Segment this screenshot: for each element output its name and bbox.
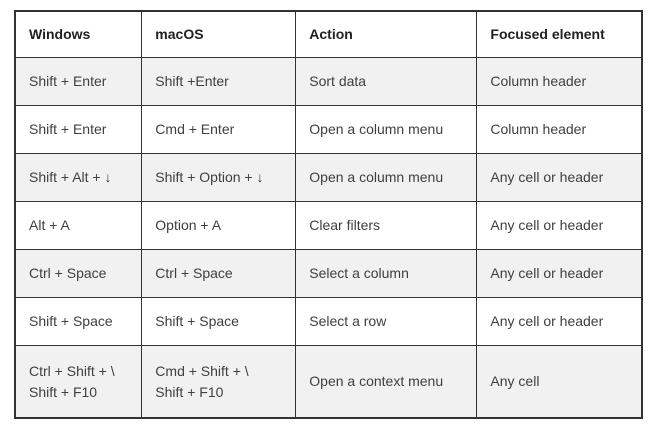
cell-focused-element: Column header: [476, 57, 643, 106]
keyboard-shortcuts-table: Windows macOS Action Focused element Shi…: [14, 10, 643, 419]
cell-action: Open a context menu: [295, 345, 478, 419]
table-row: Shift + Space Shift + Space Select a row…: [14, 297, 643, 346]
cell-macos-shortcut: Cmd + Shift + \ Shift + F10: [141, 345, 297, 419]
cell-focused-element: Column header: [476, 105, 643, 154]
table-row: Shift + Enter Cmd + Enter Open a column …: [14, 105, 643, 154]
column-header-windows: Windows: [14, 10, 143, 58]
table-row: Ctrl + Shift + \ Shift + F10 Cmd + Shift…: [14, 345, 643, 419]
cell-macos-shortcut: Shift +Enter: [141, 57, 297, 106]
table-row: Alt + A Option + A Clear filters Any cel…: [14, 201, 643, 250]
cell-action: Select a row: [295, 297, 478, 346]
cell-action: Select a column: [295, 249, 478, 298]
cell-action: Open a column menu: [295, 105, 478, 154]
cell-focused-element: Any cell: [476, 345, 643, 419]
cell-action: Clear filters: [295, 201, 478, 250]
cell-action: Sort data: [295, 57, 478, 106]
cell-windows-shortcut: Shift + Alt + ↓: [14, 153, 143, 202]
cell-windows-shortcut: Shift + Enter: [14, 105, 143, 154]
cell-windows-shortcut: Shift + Enter: [14, 57, 143, 106]
column-header-focused-element: Focused element: [476, 10, 643, 58]
cell-macos-shortcut: Cmd + Enter: [141, 105, 297, 154]
cell-macos-shortcut: Option + A: [141, 201, 297, 250]
cell-windows-shortcut: Alt + A: [14, 201, 143, 250]
cell-windows-shortcut: Ctrl + Shift + \ Shift + F10: [14, 345, 143, 419]
column-header-action: Action: [295, 10, 478, 58]
table-row: Shift + Enter Shift +Enter Sort data Col…: [14, 57, 643, 106]
cell-macos-shortcut: Shift + Option + ↓: [141, 153, 297, 202]
table-row: Ctrl + Space Ctrl + Space Select a colum…: [14, 249, 643, 298]
cell-macos-shortcut: Ctrl + Space: [141, 249, 297, 298]
table-row: Shift + Alt + ↓ Shift + Option + ↓ Open …: [14, 153, 643, 202]
cell-action: Open a column menu: [295, 153, 478, 202]
cell-focused-element: Any cell or header: [476, 201, 643, 250]
cell-focused-element: Any cell or header: [476, 249, 643, 298]
cell-windows-shortcut: Shift + Space: [14, 297, 143, 346]
cell-focused-element: Any cell or header: [476, 153, 643, 202]
table-header-row: Windows macOS Action Focused element: [14, 10, 643, 58]
cell-macos-shortcut: Shift + Space: [141, 297, 297, 346]
cell-focused-element: Any cell or header: [476, 297, 643, 346]
cell-windows-shortcut: Ctrl + Space: [14, 249, 143, 298]
column-header-macos: macOS: [141, 10, 297, 58]
